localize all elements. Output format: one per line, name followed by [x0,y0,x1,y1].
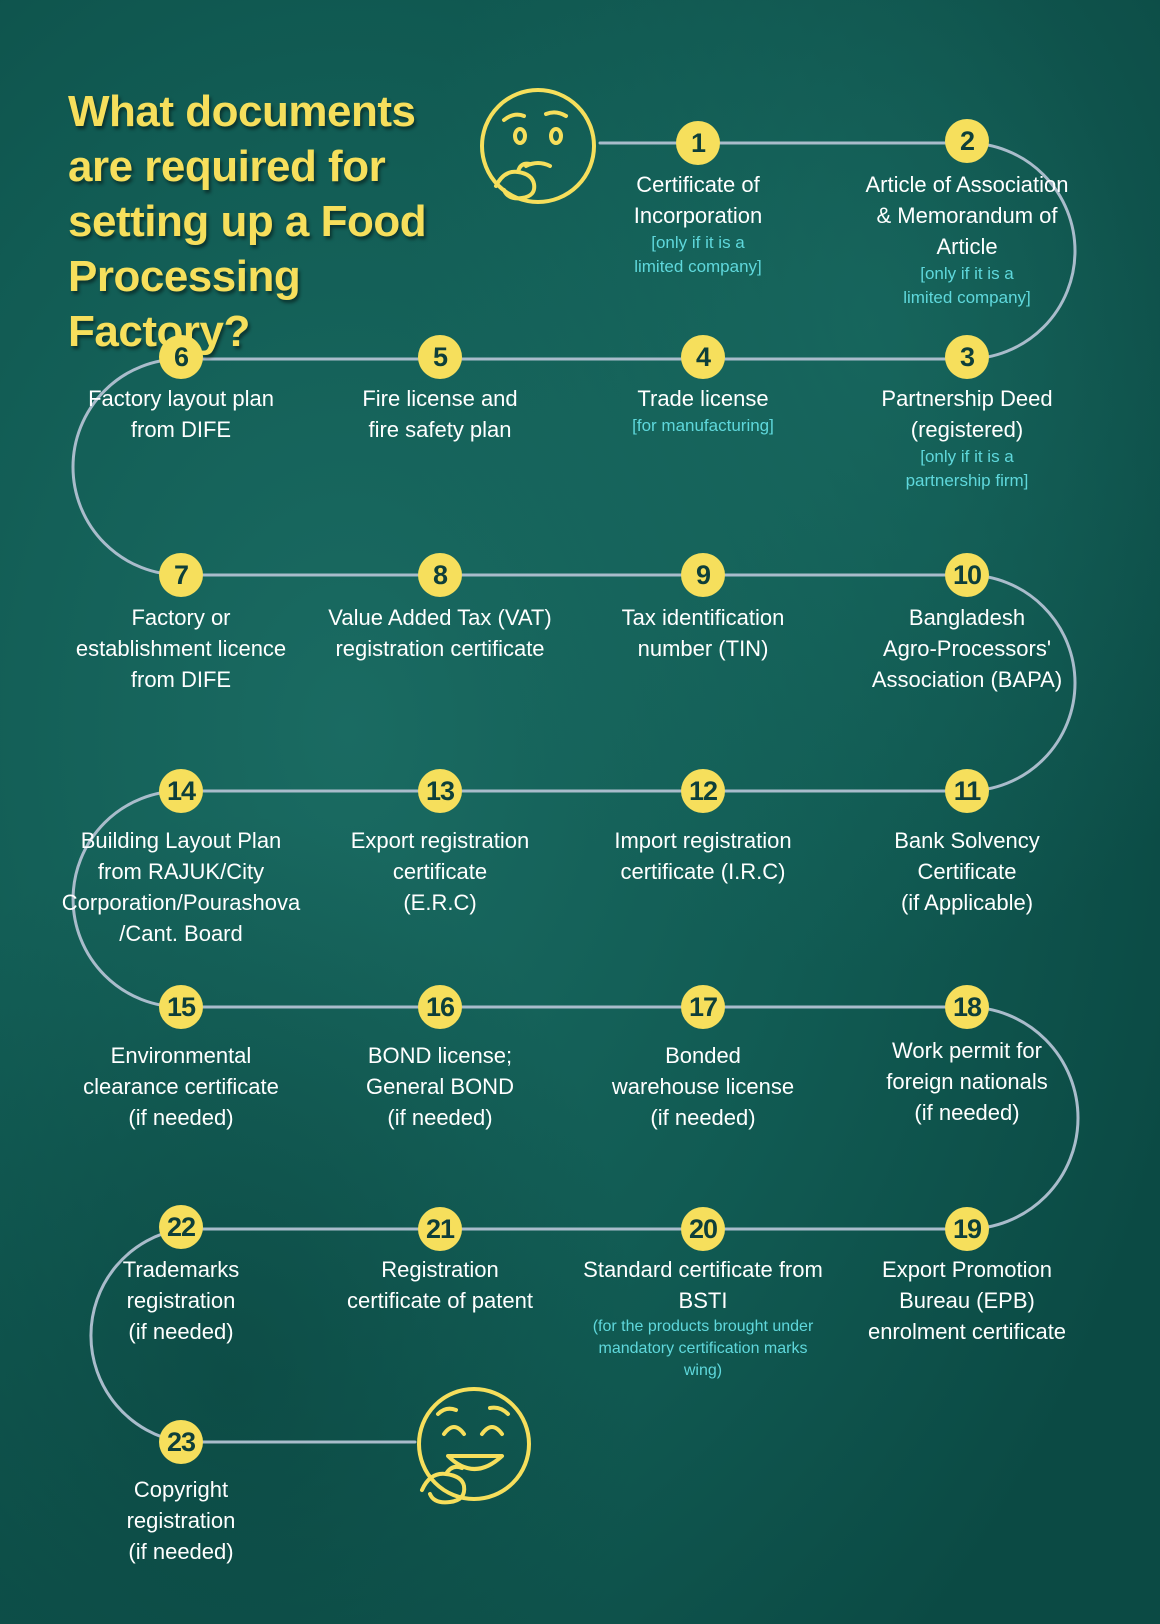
step-number-badge: 20 [681,1207,725,1251]
step-label: Trademarks registration (if needed) [122,1257,240,1344]
step-item: Value Added Tax (VAT) registration certi… [310,602,570,664]
thinking-face-icon [480,88,596,204]
step-label: Certificate of Incorporation [633,172,763,228]
step-label: Trade license [637,386,769,411]
step-number-badge: 23 [159,1420,203,1464]
step-label: Export Promotion Bureau (EPB) enrolment … [867,1257,1067,1344]
step-item: Factory or establishment licence from DI… [51,602,311,695]
step-number-badge: 6 [159,335,203,379]
step-number-badge: 14 [159,769,203,813]
step-label: Registration certificate of patent [347,1257,533,1313]
step-number-badge: 5 [418,335,462,379]
step-item: Partnership Deed (registered) [only if it… [837,383,1097,493]
step-number-badge: 15 [159,985,203,1029]
step-label: Copyright registration (if needed) [126,1477,236,1564]
step-item: Fire license and fire safety plan [310,383,570,445]
step-note: [only if it is a limited company] [903,264,1031,307]
step-item: Export registration certificate (E.R.C) [310,825,570,918]
step-label: Factory or establishment licence from DI… [75,605,287,692]
step-label: Bank Solvency Certificate (if Applicable… [894,828,1040,915]
step-label: Building Layout Plan from RAJUK/City Cor… [61,828,301,946]
step-number-badge: 12 [681,769,725,813]
step-number-badge: 8 [418,553,462,597]
step-label: Export registration certificate (E.R.C) [350,828,530,915]
step-number-badge: 7 [159,553,203,597]
step-item: Factory layout plan from DIFE [51,383,311,445]
step-item: Bank Solvency Certificate (if Applicable… [837,825,1097,918]
smiling-face-icon [417,1387,531,1505]
step-item: Tax identification number (TIN) [573,602,833,664]
step-label: Import registration certificate (I.R.C) [614,828,792,884]
connector-row-1 [179,141,1077,361]
step-number-badge: 21 [418,1207,462,1251]
step-label: Partnership Deed (registered) [881,386,1053,442]
step-number-badge: 17 [681,985,725,1029]
step-note: [only if it is a partnership firm] [905,447,1029,490]
step-item: Copyright registration (if needed) [51,1474,311,1567]
step-label: Factory layout plan from DIFE [88,386,274,442]
step-label: Work permit for foreign nationals (if ne… [886,1038,1048,1125]
step-number-badge: 10 [945,553,989,597]
step-note: [only if it is a limited company] [634,233,762,276]
step-label: Tax identification number (TIN) [621,605,785,661]
step-item: Registration certificate of patent [310,1254,570,1316]
step-number-badge: 4 [681,335,725,379]
step-number-badge: 22 [159,1205,203,1249]
step-label: BOND license; General BOND (if needed) [366,1043,514,1130]
step-item: Bonded warehouse license (if needed) [573,1040,833,1133]
step-item: BOND license; General BOND (if needed) [310,1040,570,1133]
step-item: Building Layout Plan from RAJUK/City Cor… [56,825,306,949]
step-number-badge: 13 [418,769,462,813]
step-label: Standard certificate from BSTI [583,1257,823,1313]
page-title: What documents are required for setting … [68,87,427,356]
step-label: Environmental clearance certificate (if … [83,1043,279,1130]
step-label: Value Added Tax (VAT) registration certi… [328,605,552,661]
step-number-badge: 9 [681,553,725,597]
step-item: Standard certificate from BSTI(for the p… [563,1254,843,1382]
step-item: Trade license [for manufacturing] [573,383,833,438]
step-number-badge: 16 [418,985,462,1029]
step-item: Trademarks registration (if needed) [51,1254,311,1347]
step-label: Bangladesh Agro-Processors' Association … [871,605,1063,692]
step-label: Article of Association & Memorandum of A… [865,172,1069,259]
step-number-badge: 2 [945,119,989,163]
step-item: Article of Association & Memorandum of A… [837,169,1097,310]
step-number-badge: 1 [676,121,720,165]
step-number-badge: 18 [945,985,989,1029]
step-note: [for manufacturing] [632,416,774,435]
step-note: (for the products brought under mandator… [592,1318,814,1379]
step-number-badge: 11 [945,769,989,813]
step-item: Certificate of Incorporation [only if it … [568,169,828,279]
step-number-badge: 19 [945,1207,989,1251]
connector-row-4 [89,1227,417,1444]
step-item: Work permit for foreign nationals (if ne… [837,1035,1097,1128]
step-item: Environmental clearance certificate (if … [51,1040,311,1133]
step-label: Fire license and fire safety plan [362,386,518,442]
step-item: Import registration certificate (I.R.C) [573,825,833,887]
step-label: Bonded warehouse license (if needed) [611,1043,795,1130]
step-item: Bangladesh Agro-Processors' Association … [837,602,1097,695]
step-number-badge: 3 [945,335,989,379]
step-item: Export Promotion Bureau (EPB) enrolment … [837,1254,1097,1347]
